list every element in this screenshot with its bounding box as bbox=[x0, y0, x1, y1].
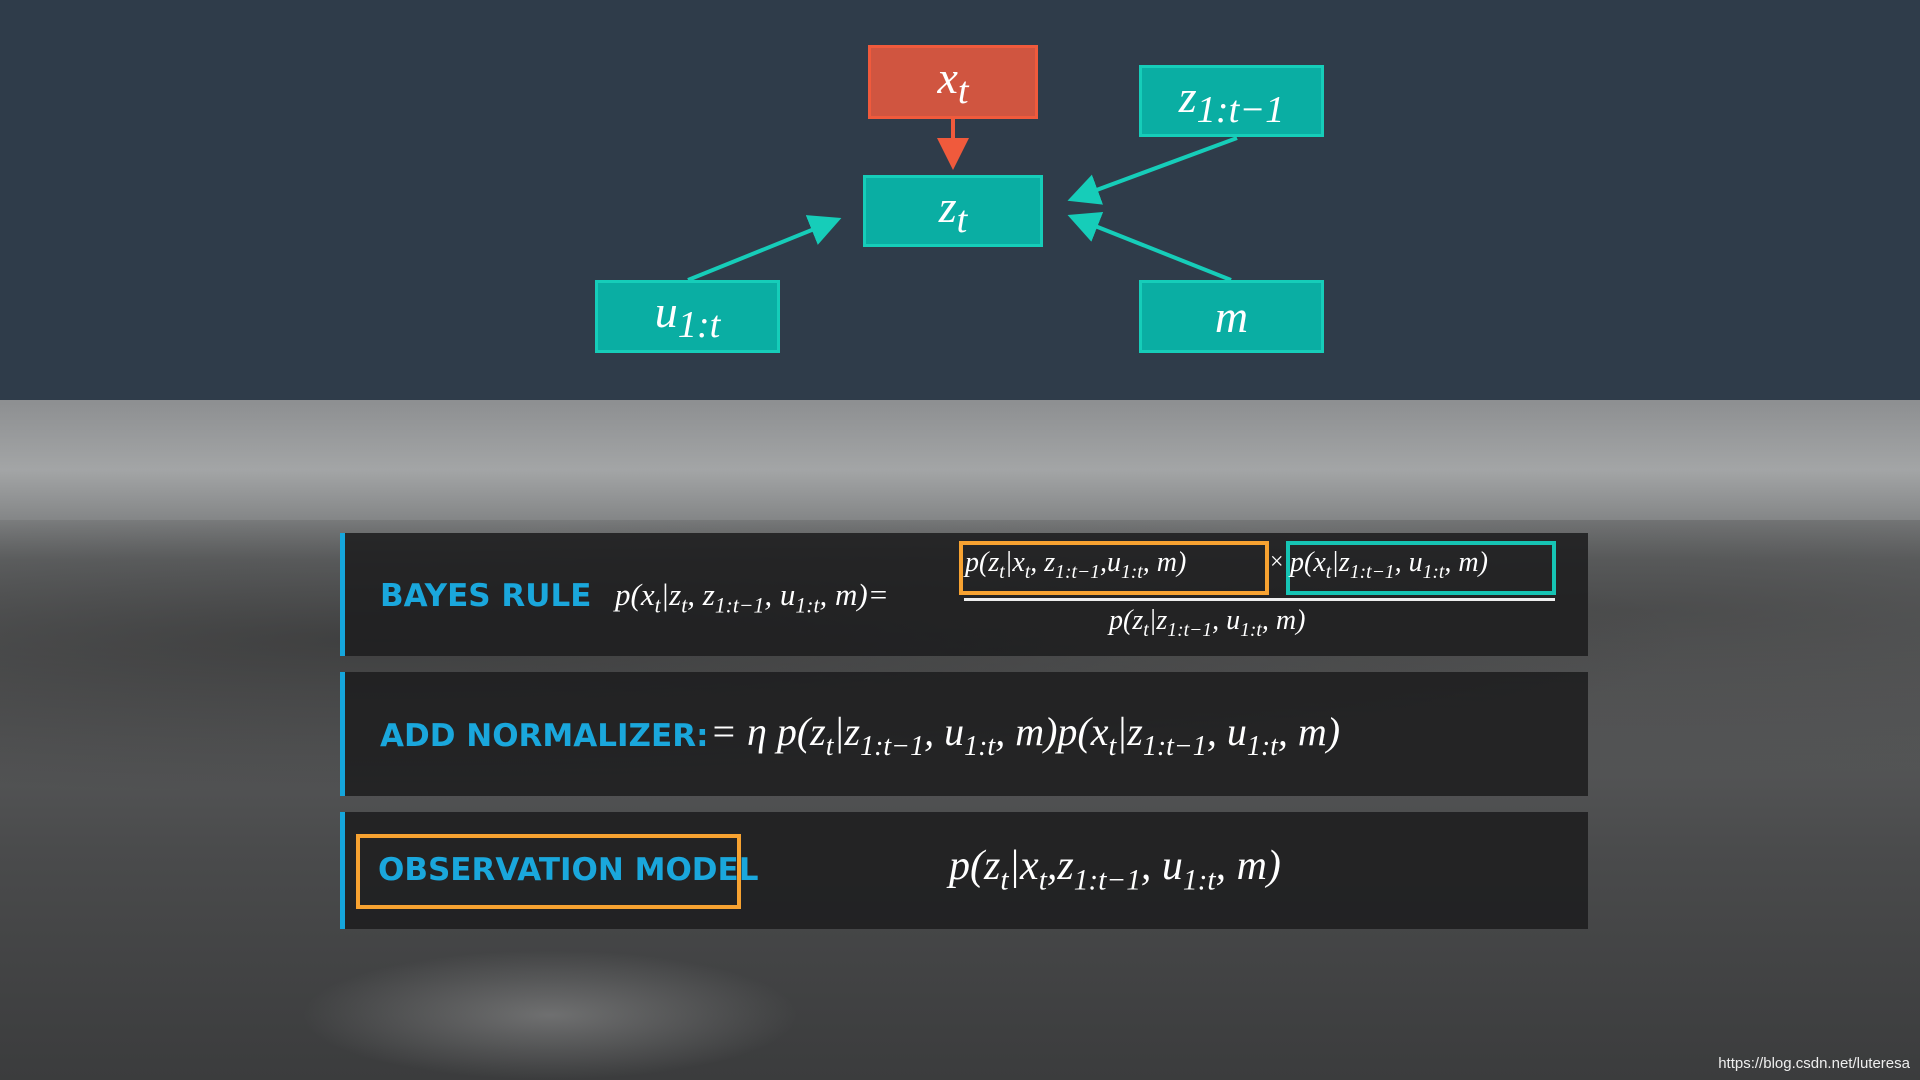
likelihood-highlight bbox=[959, 541, 1269, 595]
bayes-lhs: p(xt|zt, z1:t−1, u1:t, m)= bbox=[615, 577, 889, 618]
arrow-u-to-z bbox=[687, 215, 842, 282]
node-past-observations: z1:t−1 bbox=[1139, 65, 1324, 137]
bayes-denominator: p(zt|z1:t−1, u1:t, m) bbox=[1109, 605, 1306, 641]
arrow-zprev-to-z bbox=[1067, 136, 1238, 205]
subscript: t bbox=[1143, 619, 1149, 641]
diagram-arrows bbox=[687, 119, 1238, 282]
fraction-line bbox=[964, 598, 1555, 601]
observation-model-label: OBSERVATION MODEL bbox=[378, 852, 759, 888]
subscript: 1:t bbox=[1246, 730, 1278, 762]
subscript: 1:t−1 bbox=[1142, 730, 1207, 762]
normalizer-formula: = η p(zt|z1:t−1, u1:t, m)p(xt|z1:t−1, u1… bbox=[710, 709, 1341, 762]
subscript: 1:t−1 bbox=[1349, 561, 1395, 583]
node-label: zt bbox=[938, 180, 968, 242]
prior-highlight bbox=[1286, 541, 1556, 595]
road-marking bbox=[300, 950, 800, 1080]
observation-model-formula: p(zt|xt,z1:t−1, u1:t, m) bbox=[949, 843, 1281, 897]
node-label: u1:t bbox=[654, 286, 721, 347]
bayes-rule-panel: BAYES RULE p(xt|zt, z1:t−1, u1:t, m)= p(… bbox=[340, 533, 1588, 656]
subscript: 1:t−1 bbox=[1196, 89, 1285, 132]
subscript: t bbox=[1000, 864, 1009, 897]
subscript: 1:t bbox=[1120, 561, 1143, 583]
subscript: t bbox=[654, 593, 661, 618]
subscript: 1:t bbox=[795, 593, 820, 618]
node-map: m bbox=[1139, 280, 1324, 353]
subscript: 1:t−1 bbox=[1073, 864, 1141, 897]
bayes-rule-label: BAYES RULE bbox=[380, 578, 592, 614]
node-label: xt bbox=[937, 51, 969, 113]
arrow-m-to-z bbox=[1067, 211, 1232, 282]
subscript: t bbox=[999, 561, 1005, 583]
times-sign: × bbox=[1270, 549, 1284, 575]
observation-model-highlight bbox=[356, 834, 741, 909]
subscript: 1:t bbox=[964, 730, 996, 762]
subscript: t bbox=[681, 593, 688, 618]
normalizer-label: ADD NORMALIZER: bbox=[380, 718, 709, 754]
bayes-numerator-prior: p(xt|z1:t−1, u1:t, m) bbox=[1290, 547, 1488, 583]
normalizer-panel: ADD NORMALIZER: = η p(zt|z1:t−1, u1:t, m… bbox=[340, 672, 1588, 796]
subscript: t bbox=[1108, 730, 1117, 762]
node-observation-z: zt bbox=[863, 175, 1043, 247]
subscript: 1:t−1 bbox=[860, 730, 925, 762]
subscript: 1:t−1 bbox=[1055, 561, 1100, 583]
subscript: t bbox=[956, 199, 968, 242]
subscript: t bbox=[1038, 864, 1047, 897]
subscript: 1:t bbox=[1182, 864, 1216, 897]
observation-model-panel: OBSERVATION MODEL p(zt|xt,z1:t−1, u1:t, … bbox=[340, 812, 1588, 929]
node-label: m bbox=[1214, 291, 1249, 342]
subscript: t bbox=[825, 730, 834, 762]
subscript: 1:t−1 bbox=[1167, 619, 1213, 641]
node-label: z1:t−1 bbox=[1178, 70, 1285, 132]
node-controls: u1:t bbox=[595, 280, 780, 353]
subscript: 1:t−1 bbox=[714, 593, 765, 618]
watermark: https://blog.csdn.net/luteresa bbox=[1718, 1055, 1910, 1072]
subscript: t bbox=[957, 70, 969, 113]
node-state-x: xt bbox=[868, 45, 1038, 119]
subscript: 1:t bbox=[1240, 619, 1262, 641]
bayes-numerator-likelihood: p(zt|xt, z1:t−1,u1:t, m) bbox=[965, 547, 1187, 583]
subscript: t bbox=[1325, 561, 1332, 583]
subscript: 1:t bbox=[1422, 561, 1445, 583]
subscript: t bbox=[1024, 561, 1031, 583]
subscript: 1:t bbox=[677, 304, 721, 347]
